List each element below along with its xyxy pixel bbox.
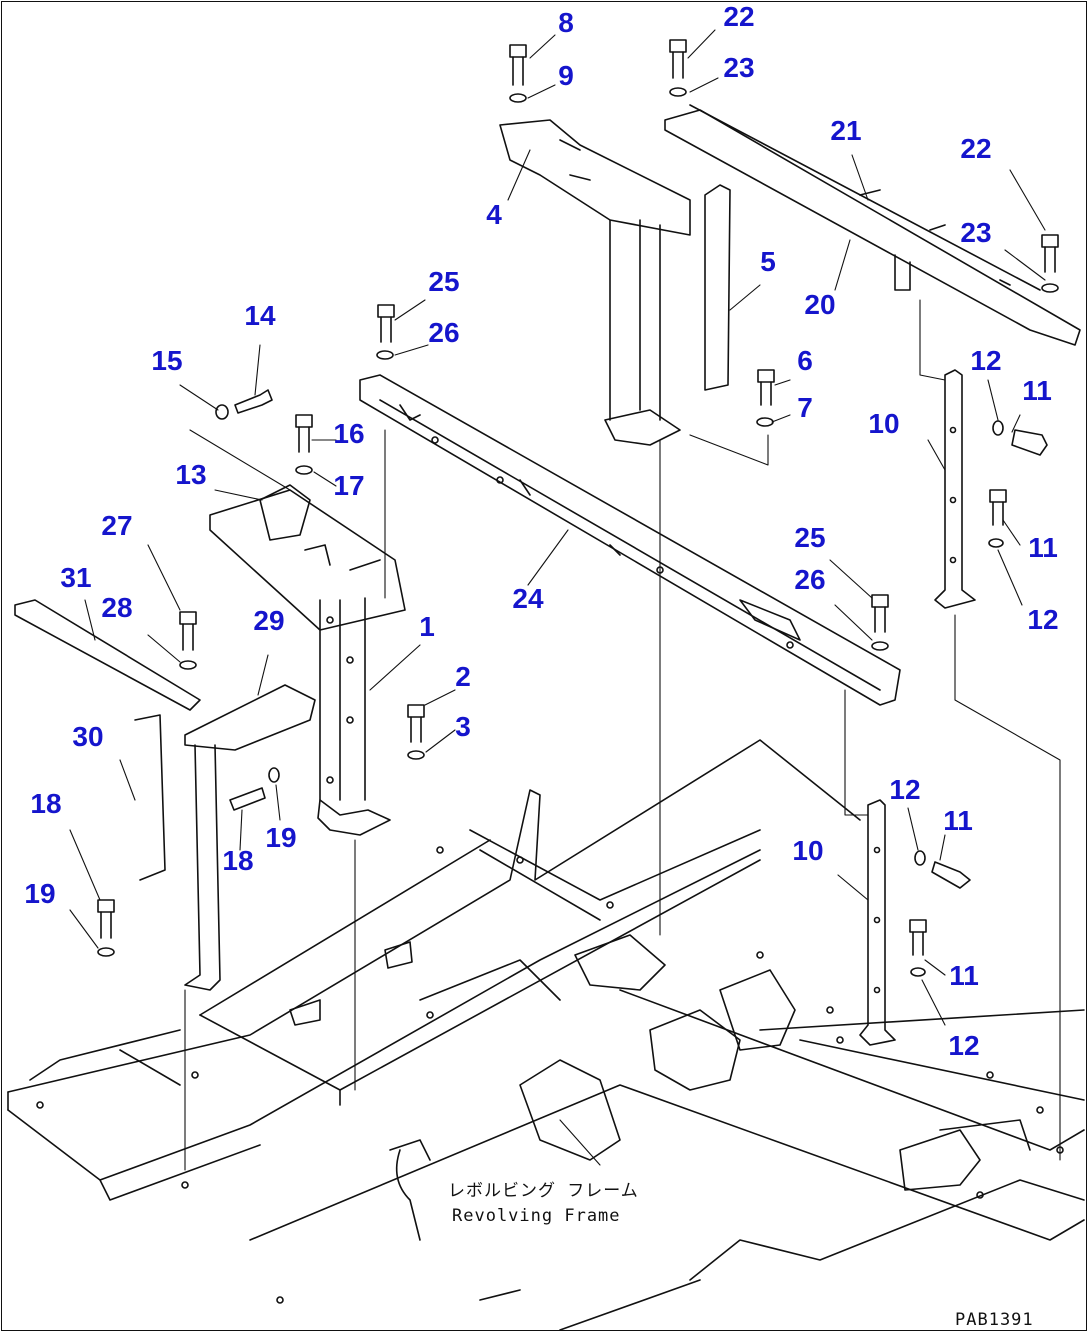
callout-23[interactable]: 23 xyxy=(960,217,992,248)
callout-11[interactable]: 11 xyxy=(1028,532,1058,563)
callout-7[interactable]: 7 xyxy=(797,392,813,423)
callout-10[interactable]: 10 xyxy=(868,408,900,439)
stay-1 xyxy=(317,597,391,836)
callout-12[interactable]: 12 xyxy=(970,345,1002,376)
callout-9[interactable]: 9 xyxy=(558,60,574,91)
callout-23[interactable]: 23 xyxy=(723,52,755,83)
bracket-29 xyxy=(184,684,316,991)
leader-lines xyxy=(69,29,1061,1171)
callout-2[interactable]: 2 xyxy=(455,661,471,692)
stay-4 xyxy=(499,119,691,446)
callout-11[interactable]: 11 xyxy=(1022,375,1052,406)
callout-10[interactable]: 10 xyxy=(792,835,824,866)
callout-12[interactable]: 12 xyxy=(889,774,921,805)
callout-6[interactable]: 6 xyxy=(797,345,813,376)
callout-30[interactable]: 30 xyxy=(72,721,104,752)
callout-29[interactable]: 29 xyxy=(253,605,285,636)
callout-8[interactable]: 8 xyxy=(558,7,574,38)
stay-10-upper xyxy=(934,369,976,609)
callout-4[interactable]: 4 xyxy=(486,199,502,230)
callout-1[interactable]: 1 xyxy=(419,611,435,642)
callout-16[interactable]: 16 xyxy=(333,418,365,449)
callout-17[interactable]: 17 xyxy=(333,470,365,501)
frame-label-english: Revolving Frame xyxy=(452,1206,621,1226)
callout-22[interactable]: 22 xyxy=(960,133,992,164)
callout-14[interactable]: 14 xyxy=(244,300,276,331)
revolving-frame xyxy=(7,739,1085,1331)
callout-15[interactable]: 15 xyxy=(151,345,183,376)
callout-25[interactable]: 25 xyxy=(428,266,460,297)
callout-12[interactable]: 12 xyxy=(1027,604,1059,635)
callout-18[interactable]: 18 xyxy=(222,845,254,876)
callout-18[interactable]: 18 xyxy=(30,788,62,819)
plate-5 xyxy=(704,184,731,391)
callout-26[interactable]: 26 xyxy=(794,564,826,595)
plate-31 xyxy=(14,599,201,711)
callout-27[interactable]: 27 xyxy=(101,510,133,541)
callout-19[interactable]: 19 xyxy=(265,822,297,853)
callout-11[interactable]: 11 xyxy=(949,960,979,991)
bolts-and-washers xyxy=(97,39,1059,977)
figure-code: PAB1391 xyxy=(955,1310,1034,1330)
callout-31[interactable]: 31 xyxy=(60,562,92,593)
callout-12[interactable]: 12 xyxy=(948,1030,980,1061)
stay-10-lower xyxy=(859,799,896,1046)
callout-5[interactable]: 5 xyxy=(760,246,776,277)
callout-3[interactable]: 3 xyxy=(455,711,471,742)
callout-25[interactable]: 25 xyxy=(794,522,826,553)
frame-label-japanese: レボルビング フレーム xyxy=(448,1181,639,1201)
callout-24[interactable]: 24 xyxy=(512,583,544,614)
plate-30 xyxy=(134,714,166,881)
callout-22[interactable]: 22 xyxy=(723,1,755,32)
callout-19[interactable]: 19 xyxy=(24,878,56,909)
frame-beam-20-21 xyxy=(664,104,1081,346)
callout-13[interactable]: 13 xyxy=(175,459,207,490)
callout-21[interactable]: 21 xyxy=(830,115,862,146)
callout-20[interactable]: 20 xyxy=(804,289,836,320)
bracket-13 xyxy=(209,484,406,631)
callout-26[interactable]: 26 xyxy=(428,317,460,348)
callout-11[interactable]: 11 xyxy=(943,805,973,836)
callout-28[interactable]: 28 xyxy=(101,592,133,623)
